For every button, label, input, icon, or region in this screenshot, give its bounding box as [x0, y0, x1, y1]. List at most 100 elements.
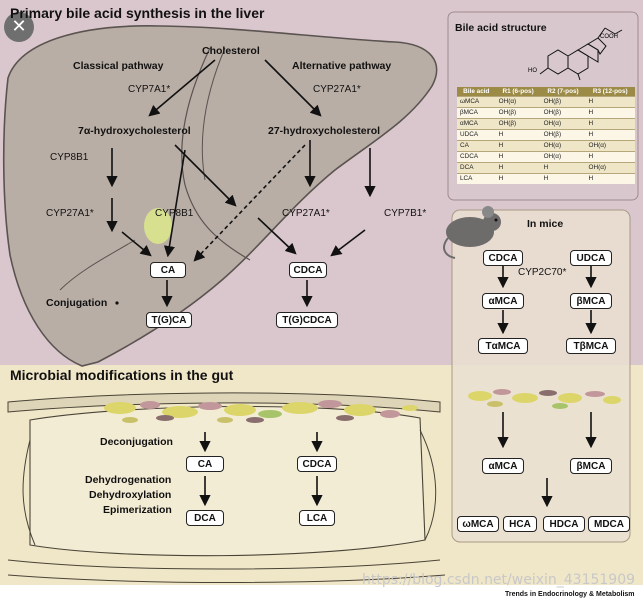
liver-arrows [106, 59, 376, 308]
table-header-cell: Bile acid [457, 87, 496, 97]
gut-arrows [199, 432, 323, 507]
conjugation-dot [115, 301, 119, 305]
liver-ligament [181, 47, 251, 261]
table-cell: CA [457, 140, 496, 152]
alternative-pathway-label: Alternative pathway [292, 60, 392, 72]
mice-title: In mice [527, 218, 564, 230]
ho-label: HO [528, 68, 537, 74]
table-cell: H [585, 107, 635, 119]
hdca-box: HDCA [543, 516, 585, 532]
liver-ca-box: CA [150, 262, 186, 278]
intestine-fold-1 [22, 439, 36, 546]
dehydrogenation-label: Dehydrogenation [85, 474, 172, 486]
journal-credit: Trends in Endocrinology & Metabolism [505, 591, 635, 598]
table-cell: OH(β) [540, 96, 586, 108]
table-cell: H [585, 118, 635, 130]
liver-cdca-box: CDCA [289, 262, 327, 278]
table-cell: OH(β) [495, 107, 541, 119]
steroid-skeleton [539, 27, 623, 81]
gut-dca-box: DCA [186, 510, 224, 526]
omca-box: ωMCA [457, 516, 499, 532]
conjugation-label: Conjugation [46, 297, 108, 309]
close-button[interactable]: ✕ [4, 12, 34, 42]
table-cell: UDCA [457, 129, 496, 141]
bile-acid-table: Bile acid R1 (6-pos) R2 (7-pos) R3 (12-p… [457, 87, 635, 184]
table-cell: DCA [457, 162, 496, 174]
table-cell: αMCA [457, 118, 496, 130]
table-cell: LCA [457, 173, 496, 184]
table-cell: H [495, 151, 541, 163]
liver-title: Primary bile acid synthesis in the liver [10, 5, 265, 21]
table-cell: OH(α) [540, 140, 586, 152]
table-cell: βMCA [457, 107, 496, 119]
table-cell: H [495, 162, 541, 174]
gut-microbiota [104, 400, 418, 423]
liver-lobe-line [59, 239, 136, 291]
table-cell: ωMCA [457, 96, 496, 108]
table-header-row: Bile acid R1 (6-pos) R2 (7-pos) R3 (12-p… [457, 87, 635, 97]
cyp7b1-label: CYP7B1* [384, 208, 427, 219]
gut-amca-box: αMCA [482, 458, 524, 474]
structure-title: Bile acid structure [455, 22, 547, 34]
epimerization-label: Epimerization [103, 504, 172, 516]
table-cell: H [585, 96, 635, 108]
table-cell: OH(β) [540, 129, 586, 141]
table-cell: OH(α) [585, 140, 635, 152]
gut-cdca-box: CDCA [297, 456, 337, 472]
mouse-illustration [443, 206, 501, 259]
liver-tgcdca-box: T(G)CDCA [276, 312, 338, 328]
watermark-text: https://blog.csdn.net/weixin_43151909 [362, 572, 636, 588]
cyp2c70-label: CYP2C70* [518, 267, 567, 278]
table-cell: H [495, 129, 541, 141]
footer-bar [0, 585, 643, 603]
mice-arrows [497, 266, 597, 508]
cyp8b1-center-label: CYP8B1 [155, 208, 194, 219]
close-icon: ✕ [11, 16, 27, 37]
table-cell: OH(α) [585, 162, 635, 174]
cooh-label: COOH [600, 34, 618, 40]
gut-title: Microbial modifications in the gut [10, 367, 234, 383]
mice-microbiota [468, 389, 621, 409]
table-cell: H [585, 129, 635, 141]
mice-amca-box: αMCA [482, 293, 524, 309]
cholesterol-label: Cholesterol [202, 45, 260, 57]
table-cell: OH(α) [495, 96, 541, 108]
table-header-cell: R2 (7-pos) [540, 87, 586, 97]
table-cell: CDCA [457, 151, 496, 163]
mdca-box: MDCA [588, 516, 630, 532]
seven-alpha-label: 7α-hydroxycholesterol [78, 125, 191, 137]
gut-lca-box: LCA [299, 510, 335, 526]
mice-tbmca-box: TβMCA [566, 338, 616, 354]
liver-tgca-box: T(G)CA [146, 312, 192, 328]
table-cell: H [495, 173, 541, 184]
table-cell: H [585, 173, 635, 184]
liver-ligament-2 [201, 47, 226, 181]
intestine-bottom-2 [7, 574, 446, 583]
intestine-fold-2 [419, 429, 437, 541]
cyp27a1-top-label: CYP27A1* [313, 84, 361, 95]
cyp27a1-right-label: CYP27A1* [282, 208, 330, 219]
table-cell: H [540, 162, 586, 174]
cyp27a1-left-label: CYP27A1* [46, 208, 94, 219]
mice-cdca-box: CDCA [483, 250, 523, 266]
table-cell: H [540, 173, 586, 184]
gallbladder [144, 208, 172, 244]
table-cell: OH(β) [495, 118, 541, 130]
dehydroxylation-label: Dehydroxylation [89, 489, 172, 501]
gut-bmca-box: βMCA [570, 458, 612, 474]
table-cell: H [495, 140, 541, 152]
cyp8b1-left-label: CYP8B1 [50, 152, 89, 163]
intestine-bottom [7, 559, 441, 570]
table-cell: OH(β) [540, 107, 586, 119]
table-header-cell: R1 (6-pos) [495, 87, 541, 97]
cyp7a1-label: CYP7A1* [128, 84, 171, 95]
